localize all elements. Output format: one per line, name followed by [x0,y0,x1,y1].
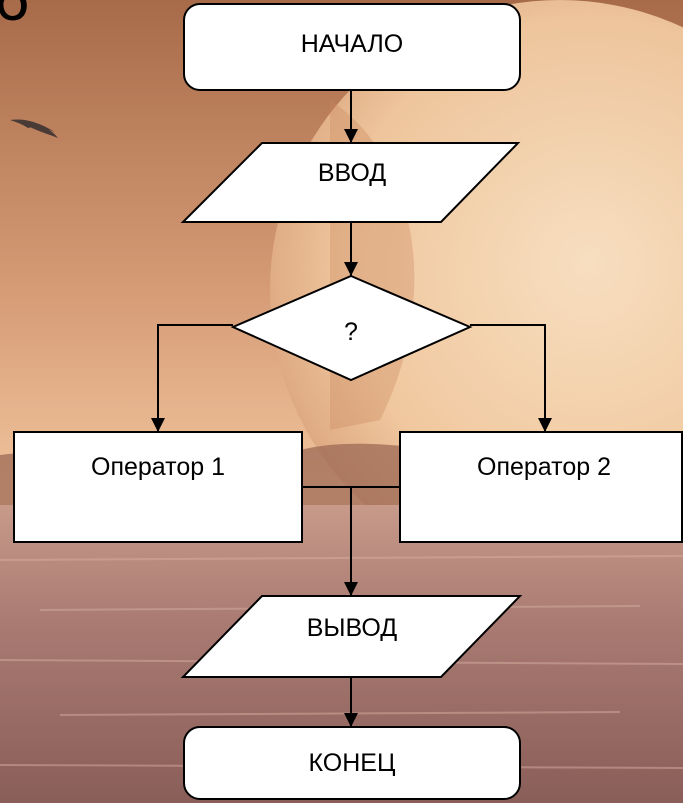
decision-label: ? [344,318,358,346]
output-label: ВЫВОД [307,614,398,642]
operator-2-label: Оператор 2 [477,453,611,481]
decision-node: ? [230,274,473,382]
start-node: НАЧАЛО [183,3,521,91]
connectors [151,90,552,727]
end-label: КОНЕЦ [309,749,396,777]
input-node: ВВОД [180,142,521,223]
operator-1-node: Оператор 1 [13,431,303,543]
output-node: ВЫВОД [180,595,523,678]
bird-icon [10,119,58,138]
corner-glyph: 6 [0,0,30,34]
input-label: ВВОД [318,159,386,187]
operator-1-label: Оператор 1 [91,453,225,481]
start-label: НАЧАЛО [301,30,404,58]
end-node: КОНЕЦ [183,726,521,800]
operator-2-node: Оператор 2 [399,431,683,543]
